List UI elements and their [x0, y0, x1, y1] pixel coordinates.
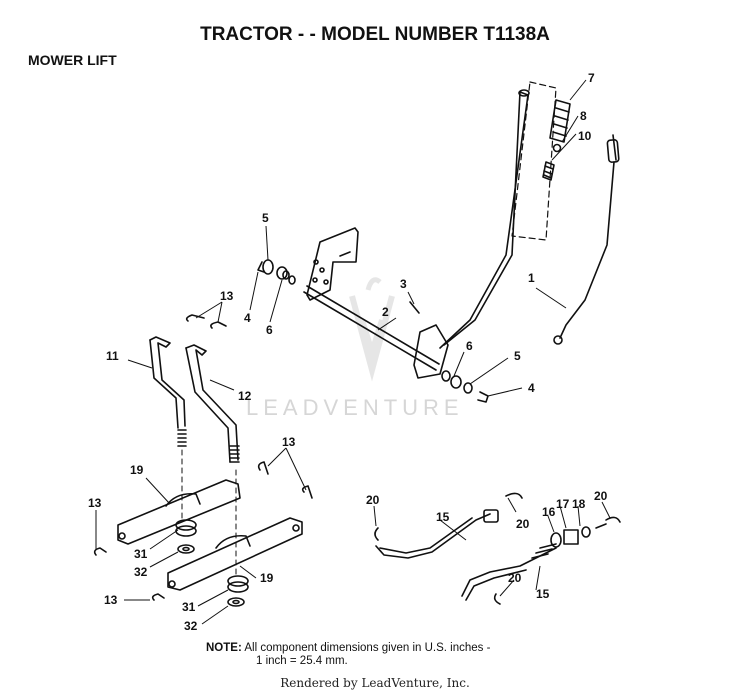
- callout-32-upper: 32: [134, 565, 148, 579]
- note-line1: All component dimensions given in U.S. i…: [244, 642, 491, 654]
- callout-18: 18: [572, 497, 586, 511]
- callout-2: 2: [382, 305, 389, 319]
- callout-12: 12: [238, 389, 252, 403]
- leader-lines: [95, 79, 611, 625]
- callout-13-bottom: 13: [104, 593, 118, 607]
- page-title: TRACTOR - - MODEL NUMBER T1138A: [200, 24, 550, 45]
- callout-6-right: 6: [466, 339, 473, 353]
- part-10-spring: [542, 161, 555, 181]
- part-13-clips-lower: [93, 461, 313, 601]
- callout-19-lower: 19: [260, 571, 274, 585]
- callout-10: 10: [578, 129, 592, 143]
- part-15-rod-upper: [375, 492, 523, 559]
- callout-13-right: 13: [282, 435, 296, 449]
- callout-20-mid: 20: [516, 517, 530, 531]
- callout-4-right: 4: [528, 381, 535, 395]
- part-31-32-upper: [175, 519, 197, 554]
- callout-32-lower: 32: [184, 619, 198, 633]
- part-19-lift-arm-upper: [117, 479, 241, 545]
- callout-16: 16: [542, 505, 556, 519]
- part-13-clips-top: [185, 314, 227, 329]
- mounting-plate: [306, 227, 359, 301]
- callout-13-left: 13: [88, 496, 102, 510]
- callout-6-left: 6: [266, 323, 273, 337]
- part-31-32-lower: [227, 575, 249, 607]
- watermark-text: LEADVENTURE: [246, 395, 464, 420]
- part-19-lift-arm-lower: [167, 517, 303, 591]
- handle-phantom-outline: [511, 81, 557, 241]
- note-line2: 1 inch = 25.4 mm.: [256, 655, 348, 667]
- callout-5-right: 5: [514, 349, 521, 363]
- footer-credit: Rendered by LeadVenture, Inc.: [280, 676, 470, 690]
- callout-3: 3: [400, 277, 407, 291]
- callout-7: 7: [588, 71, 595, 85]
- section-title: MOWER LIFT: [28, 52, 117, 68]
- part-7-handle-grip: [549, 99, 571, 143]
- callout-1: 1: [528, 271, 535, 285]
- part-2-lift-shaft: [303, 285, 449, 379]
- part-8-button: [552, 143, 562, 153]
- callout-17: 17: [556, 497, 570, 511]
- callout-4-left: 4: [244, 311, 251, 325]
- part-15-rod-lower: [461, 543, 557, 601]
- callout-15-lower: 15: [536, 587, 550, 601]
- callout-11: 11: [106, 349, 119, 363]
- callout-5-left: 5: [262, 211, 269, 225]
- right-shaft-hardware: [441, 370, 489, 403]
- note-label: NOTE:: [206, 642, 242, 654]
- part-3-pin: [409, 301, 420, 314]
- callout-20-right: 20: [594, 489, 608, 503]
- part-16-17-18-hardware: [550, 516, 621, 548]
- part-12-link: [185, 344, 240, 463]
- callout-19-upper: 19: [130, 463, 144, 477]
- dimension-note: NOTE: All component dimensions given in …: [206, 642, 586, 668]
- callout-13-top: 13: [220, 289, 234, 303]
- watermark-logo: [349, 277, 395, 382]
- callout-20-bottom: 20: [508, 571, 522, 585]
- callout-15-upper: 15: [436, 510, 450, 524]
- left-shaft-hardware: [257, 259, 296, 285]
- callout-8: 8: [580, 109, 587, 123]
- part-11-link: [149, 336, 187, 447]
- part-1-lift-rod: [553, 134, 620, 345]
- callout-31-lower: 31: [182, 600, 196, 614]
- callout-31-upper: 31: [134, 547, 148, 561]
- callout-20-left: 20: [366, 493, 380, 507]
- part-20-clips: [374, 527, 501, 605]
- lift-handle: [439, 89, 530, 349]
